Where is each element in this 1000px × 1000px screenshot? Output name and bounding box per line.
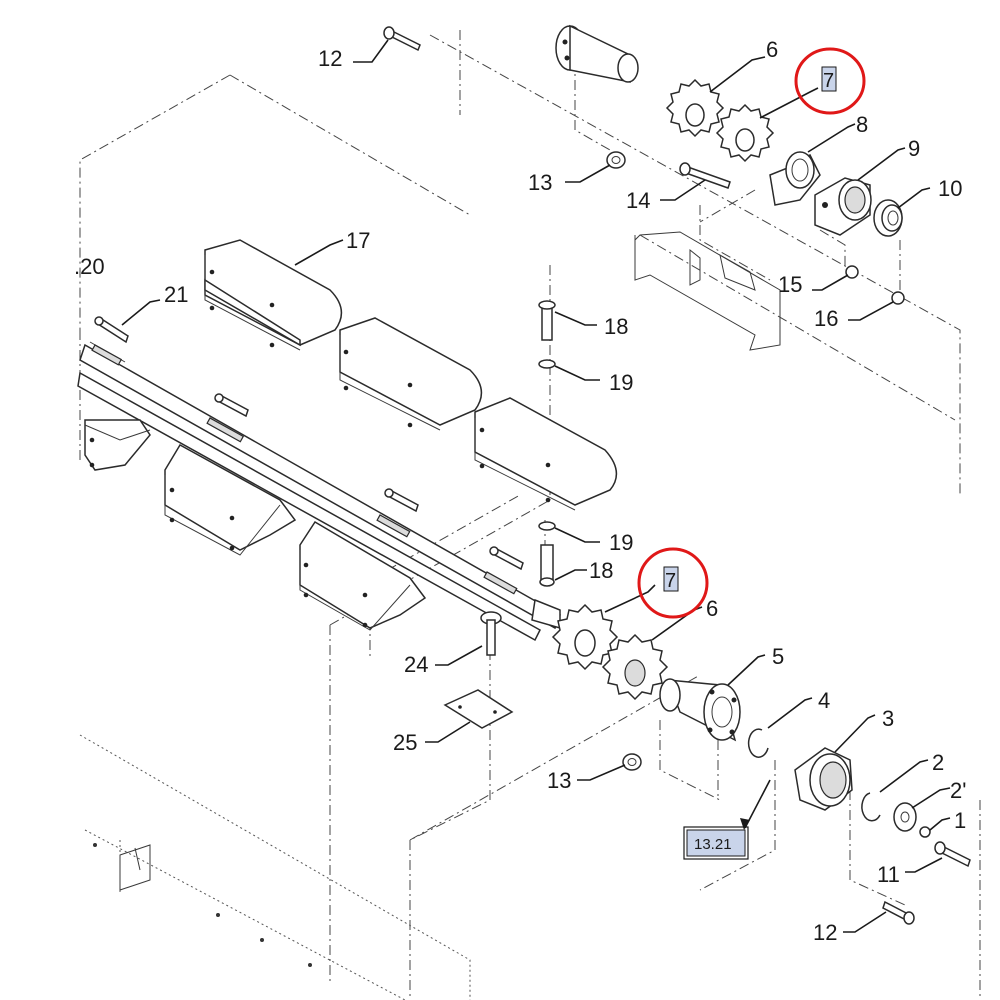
snap-ring-4 [747, 728, 769, 758]
sprocket-6-upper [665, 78, 725, 138]
upper-hub [555, 24, 639, 83]
nut-16 [891, 291, 905, 305]
callout-7-upper: 7 [823, 70, 834, 92]
callout-25: 25 [393, 730, 417, 755]
callout-19-upper: 19 [609, 370, 633, 395]
vertical-bolts [538, 300, 556, 587]
upper-support-bracket [634, 231, 781, 351]
callout-13-upper: 13 [528, 170, 552, 195]
callout-6-lower: 6 [706, 596, 718, 621]
paddle-upper-2 [339, 317, 483, 431]
highlight-7-lower: 7 [637, 547, 709, 619]
callout-2: 2 [932, 750, 944, 775]
sprocket-7-upper [715, 103, 775, 163]
callout-11: 11 [877, 862, 900, 887]
sprocket-6-lower [601, 633, 669, 701]
callout-3: 3 [882, 706, 894, 731]
shaft-keys [94, 316, 524, 571]
callout-17: 17 [346, 228, 370, 253]
paddle-lower-1 [84, 419, 151, 471]
leader-lines [121, 39, 951, 933]
callout-19-lower: 19 [609, 530, 633, 555]
collar-10 [873, 199, 903, 237]
callout-5: 5 [772, 644, 784, 669]
red-circle-upper [794, 47, 866, 115]
reference-box[interactable] [686, 829, 746, 857]
flange-bearing-3 [794, 747, 853, 811]
callout-24: 24 [404, 652, 428, 677]
flight-paddles [84, 239, 618, 631]
callout-21: 21 [164, 282, 188, 307]
callout-20: .20 [74, 254, 105, 279]
red-circle-lower [637, 547, 709, 619]
bolt-12-upper [383, 26, 421, 52]
callout-1: 1 [954, 808, 966, 833]
paddle-upper-1 [204, 239, 343, 351]
carriage-bolt-24 [480, 611, 502, 656]
snap-ring-2 [861, 792, 881, 822]
callout-2-prime: 2' [950, 778, 966, 803]
callout-labels: 12 6 8 9 10 13 14 15 16 17 .20 21 18 19 … [74, 37, 966, 945]
highlight-box-7-lower [663, 566, 679, 592]
nut-15 [845, 265, 859, 279]
flange-bearing-9 [814, 177, 872, 236]
callout-7-lower: 7 [665, 570, 676, 592]
callout-6-upper: 6 [766, 37, 778, 62]
callout-15: 15 [778, 272, 802, 297]
washer-2b [893, 802, 917, 832]
paddle-upper-3 [474, 397, 618, 511]
callout-4: 4 [818, 688, 830, 713]
upper-drive-assembly [555, 24, 905, 305]
callout-13-lower: 13 [547, 768, 571, 793]
callout-9: 9 [908, 136, 920, 161]
nut-1 [919, 826, 931, 838]
callout-12-upper: 12 [318, 46, 342, 71]
bolt-11 [934, 841, 971, 868]
highlight-box-7-upper [821, 66, 837, 92]
sprocket-7-lower [551, 603, 619, 671]
plate-25 [443, 689, 514, 729]
callout-18-lower: 18 [589, 558, 613, 583]
highlight-7-upper: 7 [794, 47, 866, 115]
callout-8: 8 [856, 112, 868, 137]
callout-10: 10 [938, 176, 962, 201]
reference-link-13-21[interactable]: 13.21 [683, 826, 749, 860]
nut-13-upper [606, 151, 626, 169]
bolt-14 [679, 162, 731, 189]
callout-12-lower: 12 [813, 920, 837, 945]
reference-label[interactable]: 13.21 [694, 836, 732, 853]
callout-16: 16 [814, 306, 838, 331]
callout-18-upper: 18 [604, 314, 628, 339]
base-frame [79, 734, 471, 1000]
auger-shaft [77, 341, 561, 642]
lower-drive-assembly [443, 603, 971, 925]
bolt-12-lower [882, 900, 915, 925]
hub-5 [659, 678, 741, 742]
paddle-lower-3 [299, 520, 427, 631]
callout-14: 14 [626, 188, 650, 213]
paddle-lower-2 [164, 443, 297, 556]
bearing-8 [769, 151, 821, 206]
nut-13-lower [622, 753, 642, 771]
